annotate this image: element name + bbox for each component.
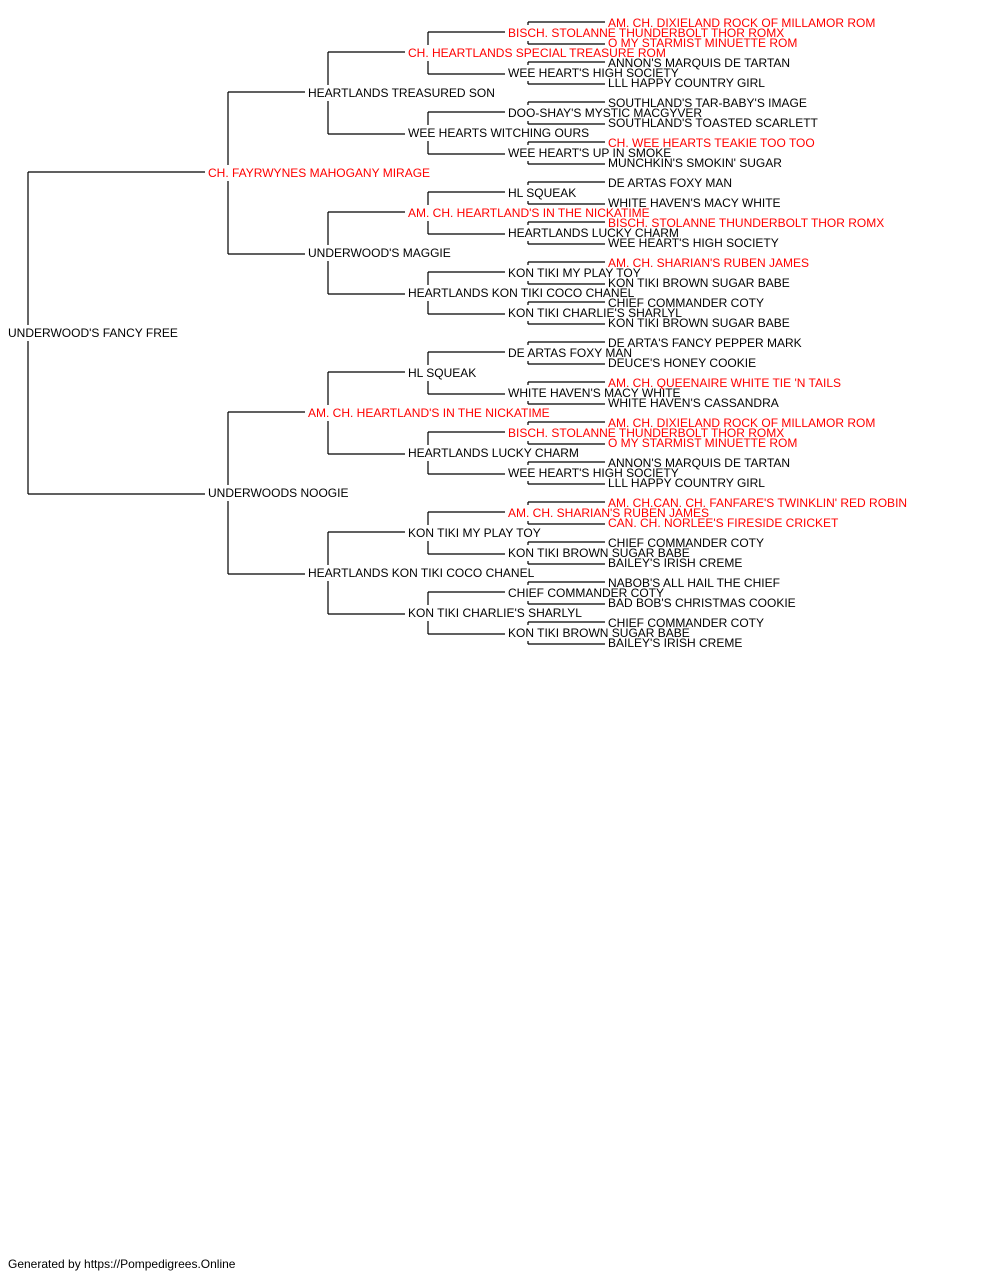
- ancestor-name-gen2: HEARTLANDS TREASURED SON: [308, 86, 495, 100]
- ancestor-name-gen3: WEE HEARTS WITCHING OURS: [408, 126, 590, 140]
- ancestor-name-gen5: WEE HEART'S HIGH SOCIETY: [608, 236, 779, 250]
- ancestor-name-gen4: AM. CH. SHARIAN'S RUBEN JAMES: [508, 506, 709, 520]
- footer-credit: Generated by https://Pompedigrees.Online: [8, 1257, 236, 1271]
- ancestor-name-gen5: CHIEF COMMANDER COTY: [608, 616, 764, 630]
- ancestor-name-gen5: ANNON'S MARQUIS DE TARTAN: [608, 456, 791, 470]
- ancestor-name-gen5: CHIEF COMMANDER COTY: [608, 296, 764, 310]
- ancestor-name-gen5: MUNCHKIN'S SMOKIN' SUGAR: [608, 156, 782, 170]
- ancestor-name-gen2: AM. CH. HEARTLAND'S IN THE NICKATIME: [308, 406, 550, 420]
- ancestor-name-gen5: CAN. CH. NORLEE'S FIRESIDE CRICKET: [608, 516, 839, 530]
- ancestor-name-gen4: HL SQUEAK: [508, 186, 577, 200]
- ancestor-name-gen4: KON TIKI MY PLAY TOY: [508, 266, 641, 280]
- ancestor-name-gen3: AM. CH. HEARTLAND'S IN THE NICKATIME: [408, 206, 650, 220]
- ancestor-name-gen5: AM. CH. DIXIELAND ROCK OF MILLAMOR ROM: [608, 16, 876, 30]
- ancestor-name-gen5: KON TIKI BROWN SUGAR BABE: [608, 276, 790, 290]
- ancestor-name-gen5: DEUCE'S HONEY COOKIE: [608, 356, 757, 370]
- ancestor-name-gen5: O MY STARMIST MINUETTE ROM: [608, 436, 798, 450]
- ancestor-name-gen4: CHIEF COMMANDER COTY: [508, 586, 664, 600]
- ancestor-name-gen3: KON TIKI CHARLIE'S SHARLYL: [408, 606, 582, 620]
- ancestor-name-gen5: WHITE HAVEN'S CASSANDRA: [608, 396, 779, 410]
- ancestor-name-gen4: BISCH. STOLANNE THUNDERBOLT THOR ROMX: [508, 426, 785, 440]
- ancestor-name-gen5: SOUTHLAND'S TAR-BABY'S IMAGE: [608, 96, 807, 110]
- ancestor-name-gen4: BISCH. STOLANNE THUNDERBOLT THOR ROMX: [508, 26, 785, 40]
- ancestor-name-gen4: WEE HEART'S UP IN SMOKE: [508, 146, 672, 160]
- ancestor-name-gen5: AM. CH. SHARIAN'S RUBEN JAMES: [608, 256, 809, 270]
- ancestor-name-gen4: DOO-SHAY'S MYSTIC MACGYVER: [508, 106, 703, 120]
- ancestor-name-gen5: KON TIKI BROWN SUGAR BABE: [608, 316, 790, 330]
- ancestor-name-gen5: ANNON'S MARQUIS DE TARTAN: [608, 56, 791, 70]
- ancestor-name-gen1: UNDERWOODS NOOGIE: [208, 486, 349, 500]
- ancestor-name-gen5: BAILEY'S IRISH CREME: [608, 556, 743, 570]
- ancestor-name-gen5: LLL HAPPY COUNTRY GIRL: [608, 76, 765, 90]
- ancestor-name-gen5: SOUTHLAND'S TOASTED SCARLETT: [608, 116, 818, 130]
- ancestor-name-gen1: CH. FAYRWYNES MAHOGANY MIRAGE: [208, 166, 431, 180]
- ancestor-name-gen5: WHITE HAVEN'S MACY WHITE: [608, 196, 781, 210]
- ancestor-name-gen4: KON TIKI BROWN SUGAR BABE: [508, 546, 690, 560]
- ancestor-name-gen5: DE ARTAS FOXY MAN: [608, 176, 733, 190]
- ancestor-name-gen4: DE ARTAS FOXY MAN: [508, 346, 633, 360]
- ancestor-name-gen4: WHITE HAVEN'S MACY WHITE: [508, 386, 681, 400]
- ancestor-name-gen5: BAILEY'S IRISH CREME: [608, 636, 743, 650]
- ancestor-name-gen4: WEE HEART'S HIGH SOCIETY: [508, 66, 679, 80]
- ancestor-name-gen5: AM. CH. DIXIELAND ROCK OF MILLAMOR ROM: [608, 416, 876, 430]
- ancestor-name-gen5: LLL HAPPY COUNTRY GIRL: [608, 476, 765, 490]
- ancestor-name-gen5: CHIEF COMMANDER COTY: [608, 536, 764, 550]
- ancestor-name-gen5: AM. CH. QUEENAIRE WHITE TIE 'N TAILS: [608, 376, 841, 390]
- ancestor-name-gen5: BISCH. STOLANNE THUNDERBOLT THOR ROMX: [608, 216, 885, 230]
- ancestor-name-gen5: NABOB'S ALL HAIL THE CHIEF: [608, 576, 780, 590]
- ancestor-name-gen4: WEE HEART'S HIGH SOCIETY: [508, 466, 679, 480]
- subject-name: UNDERWOOD'S FANCY FREE: [8, 326, 178, 340]
- ancestor-name-gen2: UNDERWOOD'S MAGGIE: [308, 246, 451, 260]
- ancestor-name-gen2: HEARTLANDS KON TIKI COCO CHANEL: [308, 566, 535, 580]
- ancestor-name-gen3: HL SQUEAK: [408, 366, 477, 380]
- ancestor-name-gen3: KON TIKI MY PLAY TOY: [408, 526, 541, 540]
- ancestor-name-gen3: HEARTLANDS KON TIKI COCO CHANEL: [408, 286, 635, 300]
- ancestor-name-gen4: KON TIKI CHARLIE'S SHARLYL: [508, 306, 682, 320]
- ancestor-name-gen3: CH. HEARTLANDS SPECIAL TREASURE ROM: [408, 46, 666, 60]
- ancestor-name-gen5: CH. WEE HEARTS TEAKIE TOO TOO: [608, 136, 815, 150]
- ancestor-name-gen5: O MY STARMIST MINUETTE ROM: [608, 36, 798, 50]
- ancestor-name-gen4: HEARTLANDS LUCKY CHARM: [508, 226, 679, 240]
- ancestor-name-gen5: AM. CH.CAN. CH. FANFARE'S TWINKLIN' RED …: [608, 496, 908, 510]
- ancestor-name-gen5: BAD BOB'S CHRISTMAS COOKIE: [608, 596, 796, 610]
- ancestor-name-gen5: DE ARTA'S FANCY PEPPER MARK: [608, 336, 802, 350]
- ancestor-name-gen4: KON TIKI BROWN SUGAR BABE: [508, 626, 690, 640]
- ancestor-name-gen3: HEARTLANDS LUCKY CHARM: [408, 446, 579, 460]
